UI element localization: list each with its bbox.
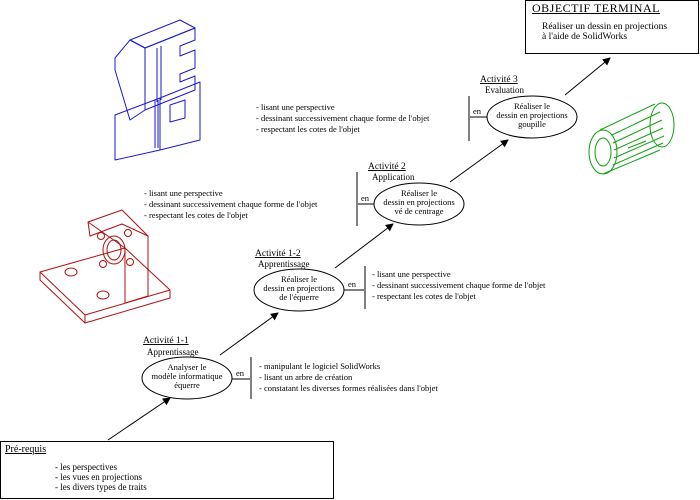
task-line-2: modèle informatique — [151, 371, 222, 381]
objective-title: OBJECTIF TERMINAL — [532, 1, 660, 15]
task-line-3: de l'équerre — [279, 292, 319, 302]
prerequisite-item: - les divers types de traits — [55, 482, 147, 492]
activity-label: Activité 2 — [368, 162, 406, 172]
method-line-3: - constatant les diverses formes réalisé… — [259, 383, 438, 393]
arrow-act11-to-act12 — [219, 312, 279, 356]
task-line-2: dessin en projections — [383, 197, 454, 207]
task-ellipse[interactable] — [141, 356, 233, 400]
connector-en: en — [361, 193, 370, 203]
phase-label: Evaluation — [485, 85, 524, 95]
v-block-illustration — [114, 19, 201, 161]
task-line-3: goupille — [518, 119, 546, 129]
method-line-3: - respectant les cotes de l'objet — [144, 210, 248, 220]
activity-1-2: Activité 1-2 Apprentissage Réaliser le d… — [253, 249, 546, 312]
activity-2: Activité 2 Application Réaliser le dessi… — [144, 162, 465, 226]
arrow-act2-to-act3 — [449, 139, 509, 183]
connector-en: en — [236, 368, 245, 378]
activity-label: Activité 1-1 — [143, 336, 189, 346]
prerequisite-item: - les vues en projections — [55, 472, 142, 482]
phase-label: Apprentissage — [258, 259, 310, 269]
method-line-1: - lisant une perspective — [372, 269, 451, 279]
prerequisites-list: - les perspectives - les vues en project… — [55, 462, 329, 492]
method-line-2: - lisant un arbre de création — [259, 372, 353, 382]
arrow-act12-to-act2 — [334, 223, 394, 269]
connector-en: en — [473, 106, 482, 116]
task-line-1: Analyser le — [168, 362, 207, 372]
activity-1-1: Activité 1-1 Apprentissage Analyser le m… — [141, 336, 438, 400]
objective-box: OBJECTIF TERMINAL Réaliser un dessin en … — [525, 0, 699, 54]
phase-label: Apprentissage — [147, 347, 199, 357]
method-line-2: - dessinant successivement chaque forme … — [256, 113, 430, 123]
task-line-2: dessin en projections — [496, 110, 567, 120]
method-line-3: - respectant les cotes de l'objet — [372, 291, 476, 301]
prerequisite-item: - les perspectives — [55, 462, 117, 472]
task-line-2: dessin en projections — [263, 283, 334, 293]
task-line-3: vé de centrage — [394, 206, 443, 216]
objective-line-1: Réaliser un dessin en projections — [542, 22, 668, 32]
arrow-act3-to-objective — [564, 57, 611, 96]
activity-3: Activité 3 Evaluation Réaliser le dessin… — [256, 75, 578, 141]
activity-label: Activité 3 — [480, 75, 518, 85]
task-line-1: Réaliser le — [514, 101, 550, 111]
method-line-1: - manipulant le logiciel SolidWorks — [259, 361, 380, 371]
task-line-1: Réaliser le — [401, 188, 437, 198]
prerequisites-box: Pré-requis - les perspectives - les vues… — [0, 441, 334, 499]
method-line-2: - dessinant successivement chaque forme … — [144, 199, 318, 209]
pin-illustration — [588, 102, 675, 175]
method-line-1: - lisant une perspective — [144, 188, 223, 198]
objective-description: Réaliser un dessin en projections à l'ai… — [532, 22, 692, 42]
objective-line-2: à l'aide de SolidWorks — [542, 32, 628, 42]
arrow-prereq-to-act11 — [107, 397, 171, 441]
phase-label: Application — [372, 172, 415, 182]
task-line-3: équerre — [174, 380, 200, 390]
method-line-3: - respectant les cotes de l'objet — [256, 124, 360, 134]
connector-en: en — [348, 279, 357, 289]
activity-label: Activité 1-2 — [255, 249, 301, 259]
method-line-1: - lisant une perspective — [256, 102, 335, 112]
bracket-illustration — [39, 209, 171, 324]
task-line-1: Réaliser le — [281, 274, 317, 284]
method-line-2: - dessinant successivement chaque forme … — [372, 280, 546, 290]
prerequisites-title: Pré-requis — [5, 444, 47, 455]
